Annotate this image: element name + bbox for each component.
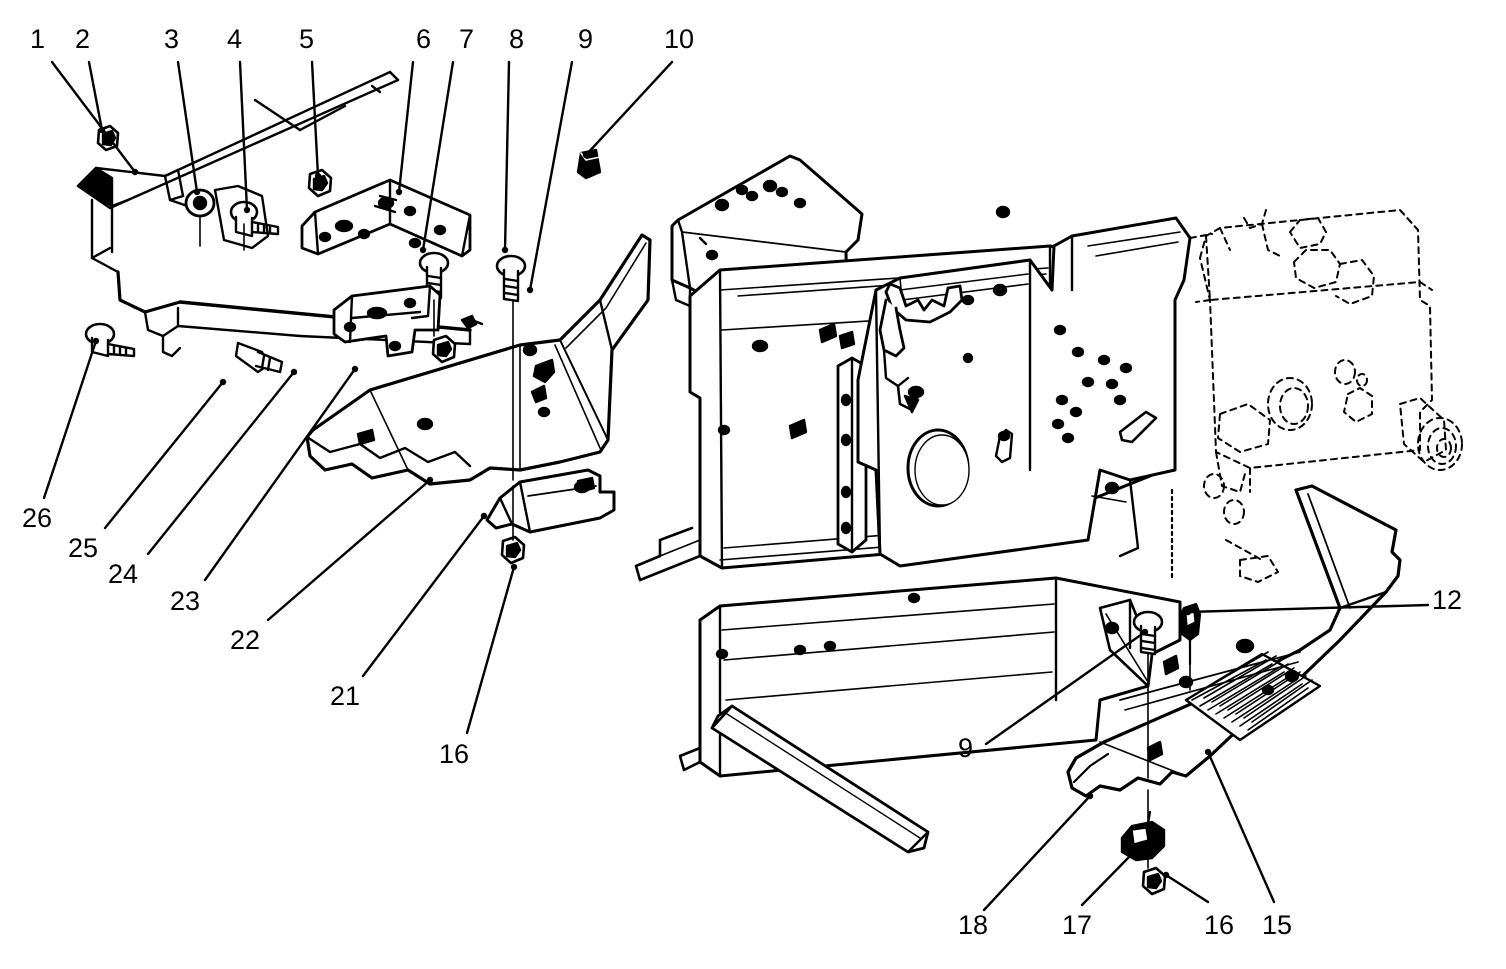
leader-line-5 [310, 60, 320, 178]
callout-3: 3 [164, 24, 180, 54]
leader-dot-22 [426, 476, 434, 484]
leader-line-9 [984, 630, 1147, 746]
callout-26: 26 [22, 503, 53, 533]
leader-line-4 [238, 60, 249, 212]
leader-line-16 [465, 565, 516, 735]
leader-line-7 [421, 60, 455, 252]
part-hex-nut-16a [431, 334, 457, 364]
leader-dot-9 [526, 286, 534, 294]
part-lower-cross-member [678, 576, 1182, 778]
part-hex-nut-16c [1141, 866, 1167, 896]
leader-line-23 [203, 367, 357, 582]
part-latch-hook [878, 282, 964, 414]
leader-line-22 [266, 478, 432, 622]
leader-dot-16 [1162, 871, 1170, 879]
leader-line-21 [361, 514, 486, 678]
callout-5: 5 [299, 24, 315, 54]
leader-dot-15 [1204, 748, 1212, 756]
leader-dot-8 [501, 246, 509, 254]
leader-dot-17 [1127, 851, 1135, 859]
leader-line-2 [87, 60, 104, 132]
part-stud-25 [234, 341, 284, 374]
callout-9: 9 [958, 733, 974, 763]
part-shoulder-pin-7 [460, 314, 484, 330]
part-hex-nut-5 [307, 168, 333, 198]
leader-dot-23 [351, 365, 359, 373]
leader-dot-10 [582, 151, 590, 159]
leader-dot-3 [193, 188, 201, 196]
leader-dot-6 [395, 188, 403, 196]
leader-line-18 [982, 794, 1092, 912]
callout-24: 24 [108, 559, 139, 589]
part-engine-transmission-phantom [1189, 209, 1463, 583]
callout-18: 18 [958, 910, 989, 940]
leader-line-26 [42, 339, 98, 500]
callout-16: 16 [1204, 910, 1235, 940]
callout-1: 1 [30, 24, 46, 54]
leader-line-25 [103, 380, 225, 530]
leader-dot-26 [92, 337, 100, 345]
callout-21: 21 [330, 681, 361, 711]
leader-line-17 [1080, 853, 1133, 907]
part-mounting-bracket-23 [332, 284, 442, 358]
part-round-tube-brace [710, 704, 930, 854]
leader-dot-1 [131, 168, 139, 176]
leader-dot-2 [98, 126, 106, 134]
callout-22: 22 [230, 625, 261, 655]
leader-line-12 [1186, 603, 1430, 614]
leader-dot-12 [1184, 608, 1192, 616]
callout-10: 10 [664, 24, 695, 54]
part-angle-bracket-6 [300, 178, 472, 258]
leader-line-24 [146, 370, 296, 556]
callout-6: 6 [416, 24, 432, 54]
leader-dot-7 [419, 246, 427, 254]
leader-line-3 [176, 60, 199, 194]
part-clamp-bracket-left [485, 468, 616, 534]
leader-dot-25 [219, 378, 227, 386]
leader-dot-5 [314, 172, 322, 180]
leader-dot-18 [1086, 792, 1094, 800]
leader-dot-9 [1141, 628, 1149, 636]
leader-dot-24 [290, 368, 298, 376]
callout-16: 16 [439, 739, 470, 769]
callout-12: 12 [1432, 585, 1463, 615]
leader-dot-16 [510, 563, 518, 571]
part-step-tread-plate-21 [305, 233, 652, 486]
part-clamp-bracket-17 [1120, 810, 1166, 862]
part-carriage-bolt-9a [495, 254, 527, 303]
leader-line-9 [528, 60, 574, 292]
callout-9: 9 [578, 24, 594, 54]
leader-dot-21 [480, 512, 488, 520]
callout-4: 4 [227, 24, 243, 54]
callout-25: 25 [68, 533, 99, 563]
callout-17: 17 [1062, 910, 1093, 940]
leader-line-15 [1206, 750, 1276, 904]
callout-23: 23 [170, 586, 201, 616]
part-square-block-10 [576, 148, 602, 180]
part-step-tread-plate-15 [1066, 484, 1402, 798]
callout-15: 15 [1262, 910, 1293, 940]
leader-line-8 [503, 60, 511, 252]
leader-line-16 [1164, 873, 1210, 904]
part-carriage-bolt-4 [213, 184, 280, 250]
leader-line-1 [50, 60, 137, 174]
leader-line-10 [584, 60, 674, 157]
callout-7: 7 [459, 24, 475, 54]
callout-8: 8 [509, 24, 525, 54]
callout-2: 2 [75, 24, 91, 54]
leader-line-6 [397, 60, 415, 194]
part-carriage-bolt-26 [84, 322, 136, 358]
part-hex-nut-16b [500, 535, 526, 565]
leader-dot-4 [243, 206, 251, 214]
part-bushing-3 [184, 188, 216, 218]
